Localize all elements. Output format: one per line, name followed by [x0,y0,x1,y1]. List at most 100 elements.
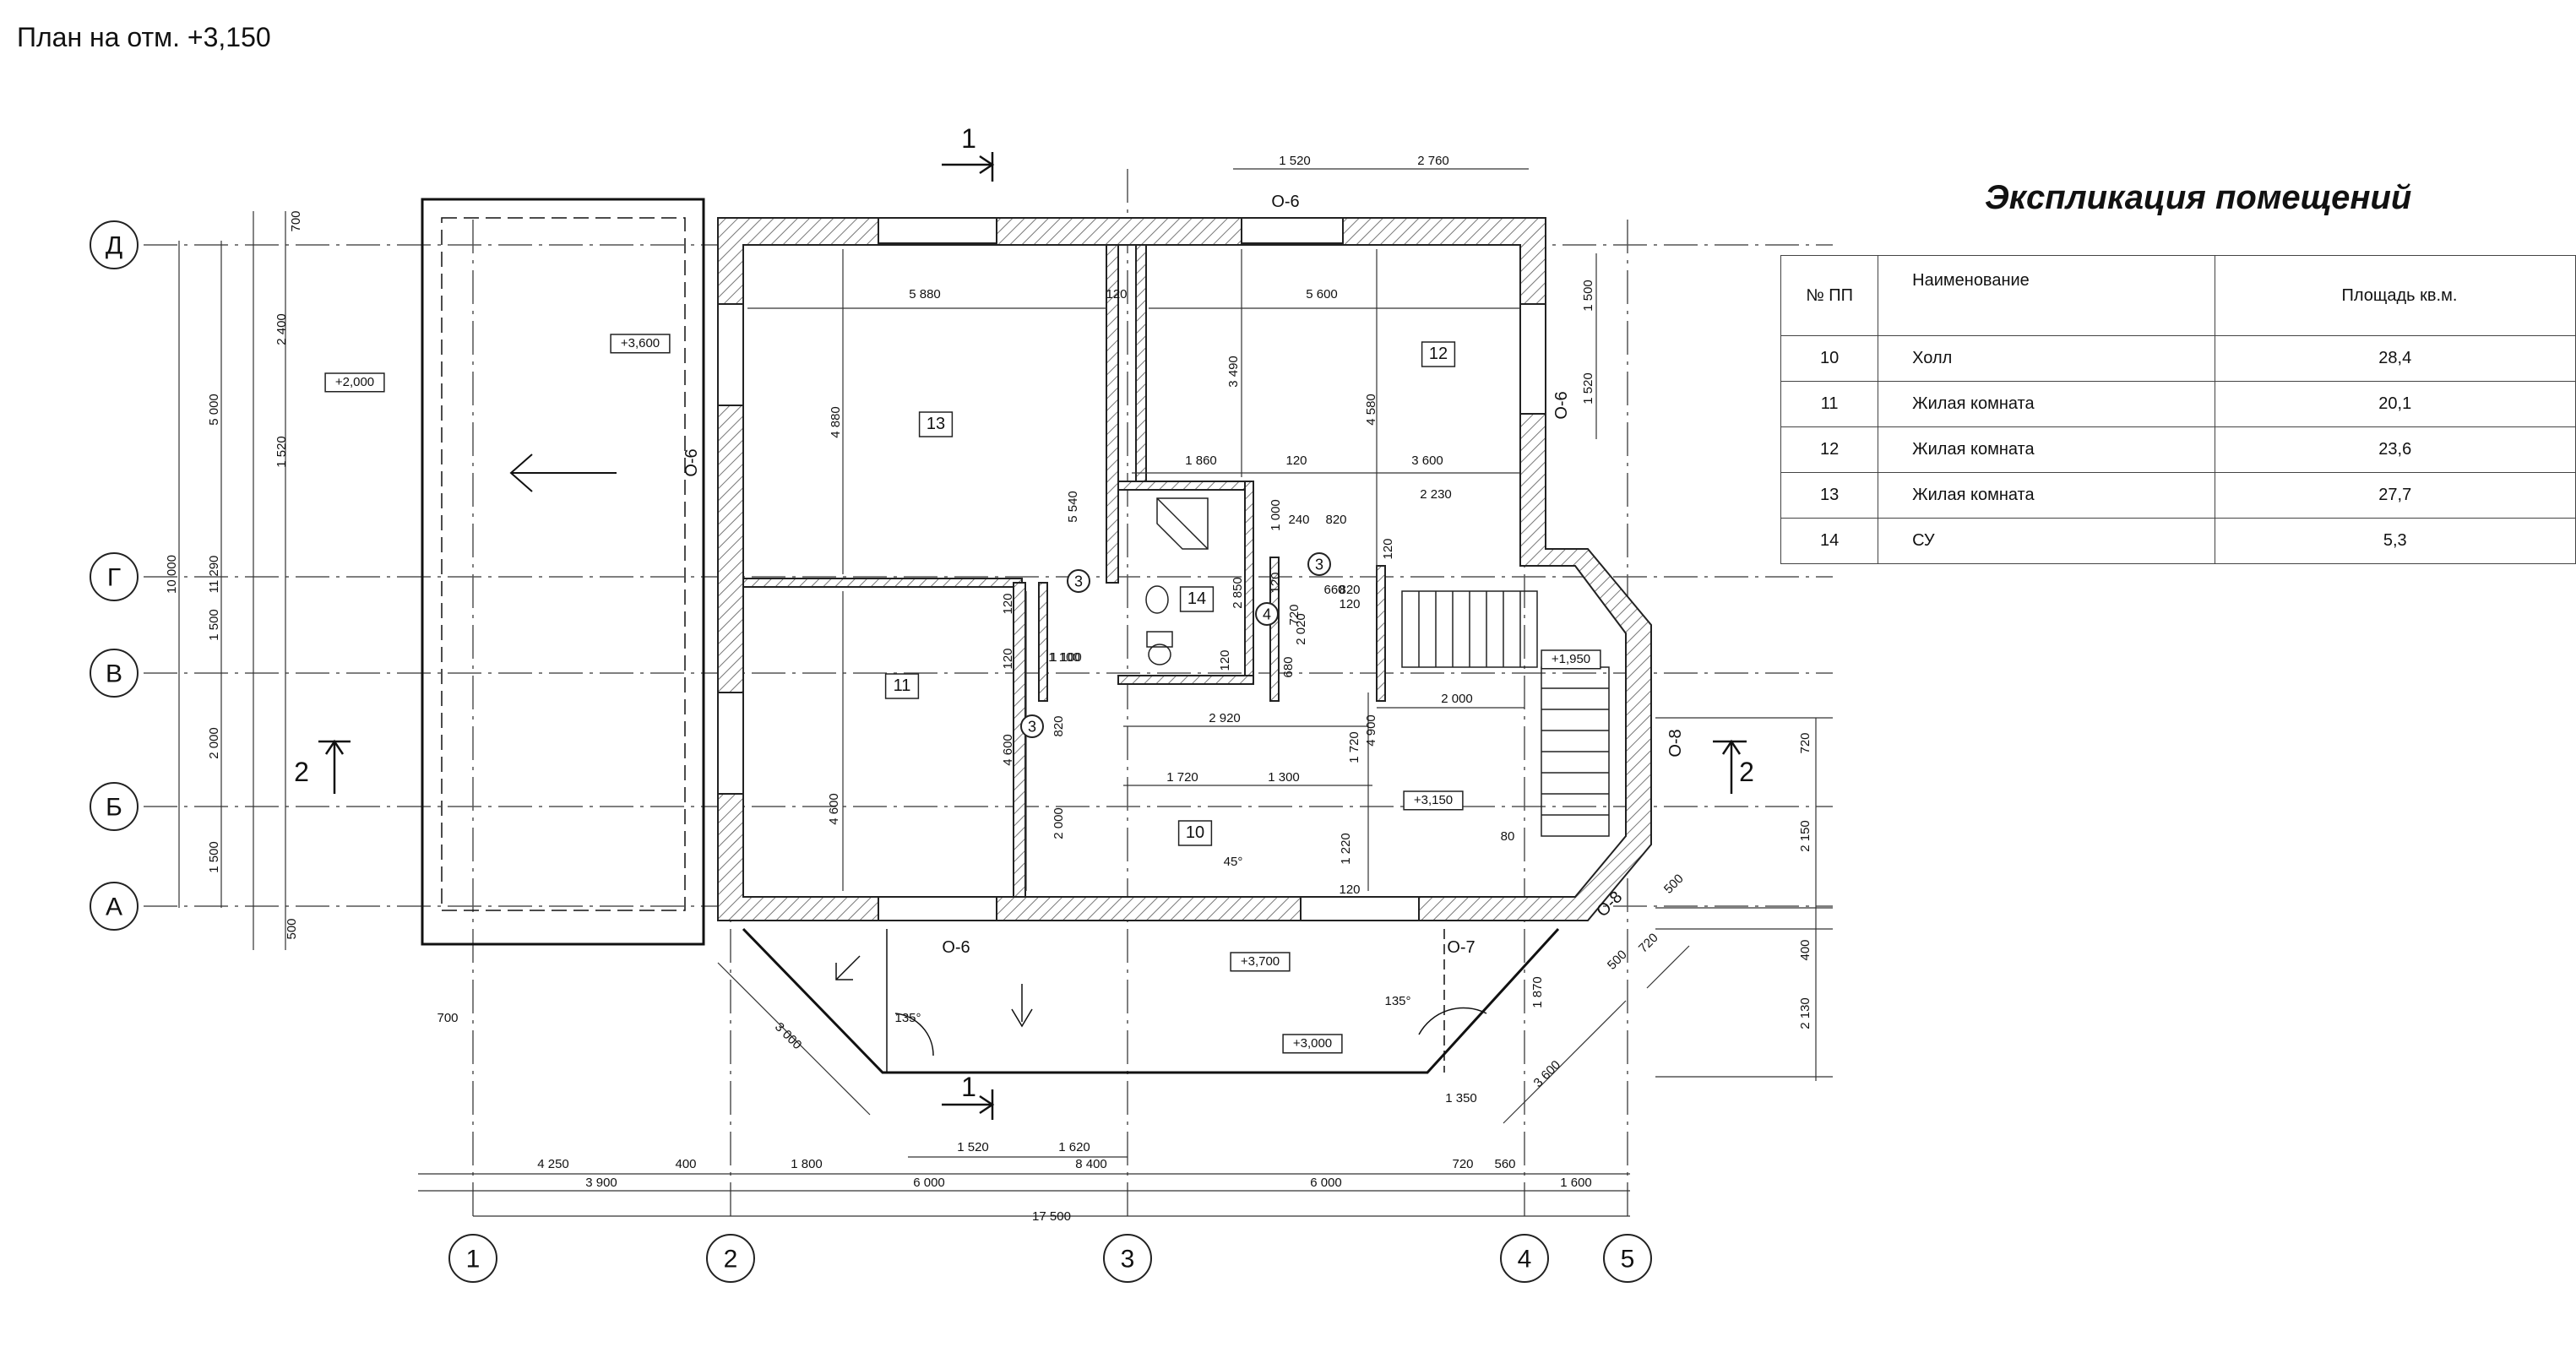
dimension-label: 2 850 [1231,577,1245,609]
dimension-label: 8 400 [1075,1157,1107,1171]
dimension-label: 1 620 [1058,1140,1090,1154]
dimension-label: 400 [1798,939,1812,960]
section-mark: 2 [1739,757,1754,787]
level-mark: +2,000 [324,372,385,393]
table-row: 14 СУ 5,3 [1780,518,2576,564]
dimension-label: 5 000 [207,394,221,426]
dimension-label: 4 600 [1001,734,1015,766]
dimension-label: 120 [1339,883,1360,897]
row-area: 28,4 [2214,335,2576,382]
dimension-label: 2 400 [274,313,289,345]
level-mark-label: +2,000 [335,375,374,389]
dimension-label: 720 [1798,732,1812,753]
dimension-label: 1 500 [207,609,221,641]
axis-bubble-Г-label: Г [107,564,121,592]
dimension-label: 120 [1106,287,1127,301]
dimension-label: 2 000 [1441,692,1473,706]
dimension-label: 500 [285,918,299,939]
dimension-label: 720 [1636,931,1661,956]
drawing-title: План на отм. +3,150 [17,22,271,52]
partitions [742,244,1386,898]
room-number-label: 13 [927,415,945,433]
dimension-label: 120 [1269,572,1283,593]
outer-walls [717,217,1652,921]
dimension-label: 240 [1288,513,1309,527]
axis-bubble-Г: Г [90,552,139,601]
dimension-label: 720 [1287,604,1302,625]
level-mark-label: +3,150 [1414,793,1453,807]
axis-bubble-В: В [90,649,139,698]
dimension-label: 120 [1381,538,1395,559]
row-area: 5,3 [2214,518,2576,564]
room-number-label: 10 [1186,823,1204,842]
door-mark: 3 [1307,552,1331,576]
dimension-label: 820 [1325,513,1346,527]
dimension-label: 660 [1323,583,1345,597]
dimension-label: 2 130 [1798,997,1812,1029]
axis-bubble-5: 5 [1603,1234,1652,1283]
dimension-label: 500 [1661,872,1687,897]
dimension-label: 400 [675,1157,696,1171]
wall-mark: О-6 [1552,391,1571,419]
dimension-label: 1 220 [1339,833,1353,865]
axis-bubble-3-label: 3 [1121,1246,1135,1274]
explication-header-row: № ПП Наименование Площадь кв.м. [1780,255,2576,336]
level-mark: +3,600 [610,334,671,354]
dimension-label: 80 [1501,829,1515,844]
dimension-label: 17 500 [1032,1209,1071,1224]
wall-mark: О-6 [942,938,970,957]
dimension-label: 4 580 [1364,394,1378,426]
level-mark: +3,700 [1230,952,1291,972]
angle-label: 135° [1384,994,1410,1008]
dimension-label: 3 900 [585,1176,617,1190]
dimension-label: 1 600 [1560,1176,1592,1190]
dimension-label: 5 540 [1066,491,1080,523]
dimension-label: 3 490 [1226,356,1241,388]
dimension-label: 4 900 [1364,714,1378,747]
dimension-label: 4 880 [829,406,843,438]
axis-bubble-А-label: А [106,893,122,921]
dimension-label: 1 300 [1268,770,1300,785]
dimension-label: 10 000 [165,555,179,594]
terrace [421,198,705,946]
dimension-label: 500 [1605,948,1630,973]
level-mark: +3,000 [1282,1034,1343,1054]
room-number-label: 11 [894,676,911,695]
dimension-label: 4 600 [827,793,841,825]
row-number: 11 [1780,381,1879,427]
dimension-label: 120 [1285,454,1307,468]
dimension-label: 1 350 [1445,1091,1477,1105]
row-name: СУ [1878,518,2215,564]
room-number-label: 14 [1187,589,1206,608]
dimension-label: 3 600 [1411,454,1443,468]
row-number: 12 [1780,426,1879,473]
dimension-label: 1 720 [1347,731,1361,763]
door-mark: 3 [1020,714,1044,738]
dimension-label: 1 870 [1530,976,1545,1008]
axis-bubble-Д: Д [90,220,139,269]
axis-bubble-2-label: 2 [724,1246,738,1274]
section-mark: 1 [961,123,976,154]
dimension-label: 2 020 [1294,613,1308,645]
room-number: 10 [1177,820,1213,846]
dimension-label: 11 290 [207,556,221,594]
level-mark: +3,150 [1403,790,1464,811]
room-number: 11 [884,673,920,699]
wall-mark: О-6 [1271,193,1299,211]
row-area: 27,7 [2214,472,2576,519]
axis-bubble-В-label: В [106,660,122,688]
dimension-label: 820 [1339,583,1360,597]
grid-lines [144,169,1833,1216]
room-number: 12 [1421,341,1456,367]
axis-bubble-Б: Б [90,782,139,831]
dimension-label: 1 520 [1581,372,1595,405]
dimension-label: 1 800 [791,1157,823,1171]
dimension-label: 720 [1452,1157,1473,1171]
table-row: 11 Жилая комната 20,1 [1780,381,2576,427]
dimension-label: 120 [1339,597,1360,611]
room-number: 14 [1179,586,1215,612]
dimension-label: 6 000 [1310,1176,1342,1190]
level-mark-label: +3,600 [621,336,660,350]
